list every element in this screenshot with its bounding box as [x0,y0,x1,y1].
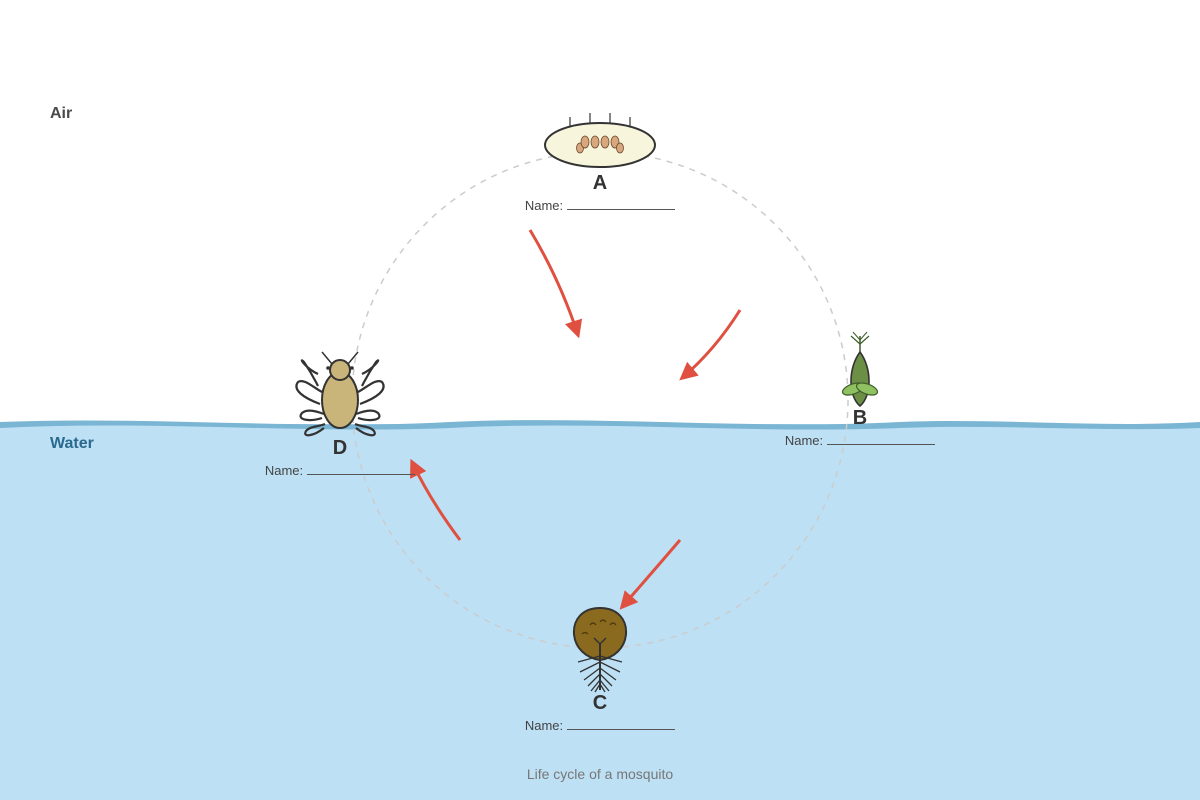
stage-a-name-row: Name: [490,197,710,213]
stage-c-name-row: Name: [490,717,710,733]
stage-b-name-blank[interactable] [827,432,936,445]
arrow-b-to-center [679,309,742,381]
arrow-a-to-c [528,229,583,339]
stage-d-name-label: Name: [264,463,304,478]
stage-d-letter: D [332,437,348,459]
pupa-icon [841,331,879,408]
air-zone-label: Air [50,105,73,122]
stage-b-name-row: Name: [750,432,970,448]
stage-a-name-blank[interactable] [567,197,676,210]
stage-c-name-blank[interactable] [567,717,676,730]
arrow-to-c [619,539,682,610]
stage-b-letter: B [852,407,868,429]
stage-c-name-label: Name: [524,718,564,733]
stage-c-letter: C [592,692,608,714]
egg-raft-icon [544,113,656,168]
stage-d-name-blank[interactable] [307,462,416,475]
adult-mosquito-icon [295,351,385,437]
stage-d-name-row: Name: [230,462,450,478]
water-zone-label: Water [50,435,94,452]
diagram-caption: Life cycle of a mosquito [526,766,674,782]
arrow-c-to-d [410,458,462,541]
stage-a-letter: A [592,172,608,194]
stage-a-name-label: Name: [524,198,564,213]
larva-icon [572,606,628,693]
water-surface [0,420,1200,430]
stage-b-name-label: Name: [784,433,824,448]
